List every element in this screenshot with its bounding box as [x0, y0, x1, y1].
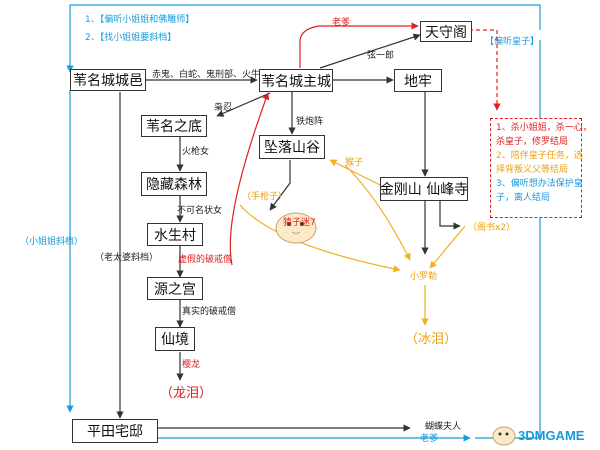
edge-castle-depths: [216, 92, 271, 117]
label-old-lady: 老爹: [332, 18, 351, 28]
label-cannot-name: 不可名状女: [177, 206, 223, 216]
label-bottom-note: 小罗勒: [410, 272, 438, 282]
edge-orange-mid: [344, 164, 411, 261]
edge-blue-top: [70, 4, 541, 30]
edge-red-fake-monk: [229, 92, 270, 266]
node-fallen-valley: 坠落山谷: [259, 135, 325, 159]
node-hirata-estate: 平田宅邸: [72, 419, 158, 443]
label-old-man-bottom: 老爹: [420, 434, 439, 444]
note-line-6: 子，离人结局: [496, 193, 551, 203]
watermark-logo-icon: [492, 424, 516, 450]
node-fountainhead: 仙境: [155, 327, 195, 351]
node-ashina-castle: 苇名城主城: [259, 69, 333, 92]
label-find-grandma: 2、【找小姐姐要斜档】: [85, 33, 177, 43]
label-genichiro: 弦一郎: [367, 51, 395, 61]
edge-orange-left: [239, 204, 401, 273]
watermark-text: 3DMGAME: [518, 428, 585, 443]
label-butterfly: 蝴蝶夫人: [425, 422, 462, 432]
ending-notes: 1、杀小姐姐，杀一心， 杀皇子，修罗结局 2、陪伴皇子任务，选 择背叛义父等结局…: [490, 118, 592, 218]
node-ashina-depths: 苇名之底: [141, 115, 207, 137]
label-real-monk: 真实的破戒僧: [182, 307, 237, 317]
label-fire-girl: 火枪女: [182, 147, 210, 157]
note-line-3: 2、陪伴皇子任务，选: [496, 151, 583, 161]
note-line-1: 1、杀小姐姐，杀一心，: [496, 123, 592, 133]
edge-red-tenshu: [299, 22, 419, 68]
monkey-bird-illustration: [272, 207, 320, 249]
node-hidden-forest: 隐藏森林: [141, 172, 207, 196]
label-fake-monk: 虚假的破戒僧: [178, 255, 233, 265]
label-dragon: 樱龙: [182, 360, 201, 370]
label-ice-tears: （冰泪）: [405, 332, 458, 347]
node-dungeon: 地牢: [394, 69, 442, 92]
label-dragon-tears: （龙泪）: [160, 386, 213, 401]
node-tenshukaku: 天守阁: [420, 21, 472, 42]
edge-red-dashed: [462, 29, 501, 111]
label-monkey-boss: 猿子迷7: [283, 218, 316, 228]
black-edges: [116, 33, 461, 432]
edge-castle-tenshu: [319, 33, 421, 69]
note-line-2: 杀皇子，修罗结局: [496, 137, 569, 147]
label-find-drummer: 1、【偏听小姐姐和佛雕师】: [85, 15, 195, 25]
label-monkey: （手枪子）: [242, 192, 288, 202]
red-edges: [229, 22, 501, 266]
label-grandma-oldman: （老太婆斜档）: [95, 253, 159, 263]
edge-temple-right: [439, 200, 461, 230]
label-monkey2: 猴子: [345, 158, 364, 168]
node-source-palace: 源之宫: [147, 277, 203, 300]
node-mibu-village: 水生村: [147, 223, 203, 246]
label-bosses-road: 赤鬼、白蛇、鬼刑部、火牛: [152, 70, 261, 80]
edge-orange-temple-valley: [329, 159, 381, 186]
label-guard: 铁炮阵: [296, 117, 324, 127]
edge-blue-right: [475, 40, 541, 439]
node-ashina-town: 苇名城城邑: [70, 69, 146, 91]
edge-orange-right: [429, 225, 466, 269]
label-owl: 枭忍: [214, 103, 233, 113]
note-line-4: 择背叛义父等结局: [496, 165, 569, 175]
label-ghost-monkey: （阁书x2）: [468, 223, 516, 233]
node-kongo-temple: 金刚山 仙峰寺: [380, 177, 468, 201]
label-kuro-side: 【偏听皇子】: [485, 37, 540, 47]
label-shuriken-note: （小姐姐斜档）: [20, 237, 84, 247]
edge-valley-monkey: [269, 160, 291, 211]
note-line-5: 3、偏听想办法保护皇: [496, 179, 583, 189]
